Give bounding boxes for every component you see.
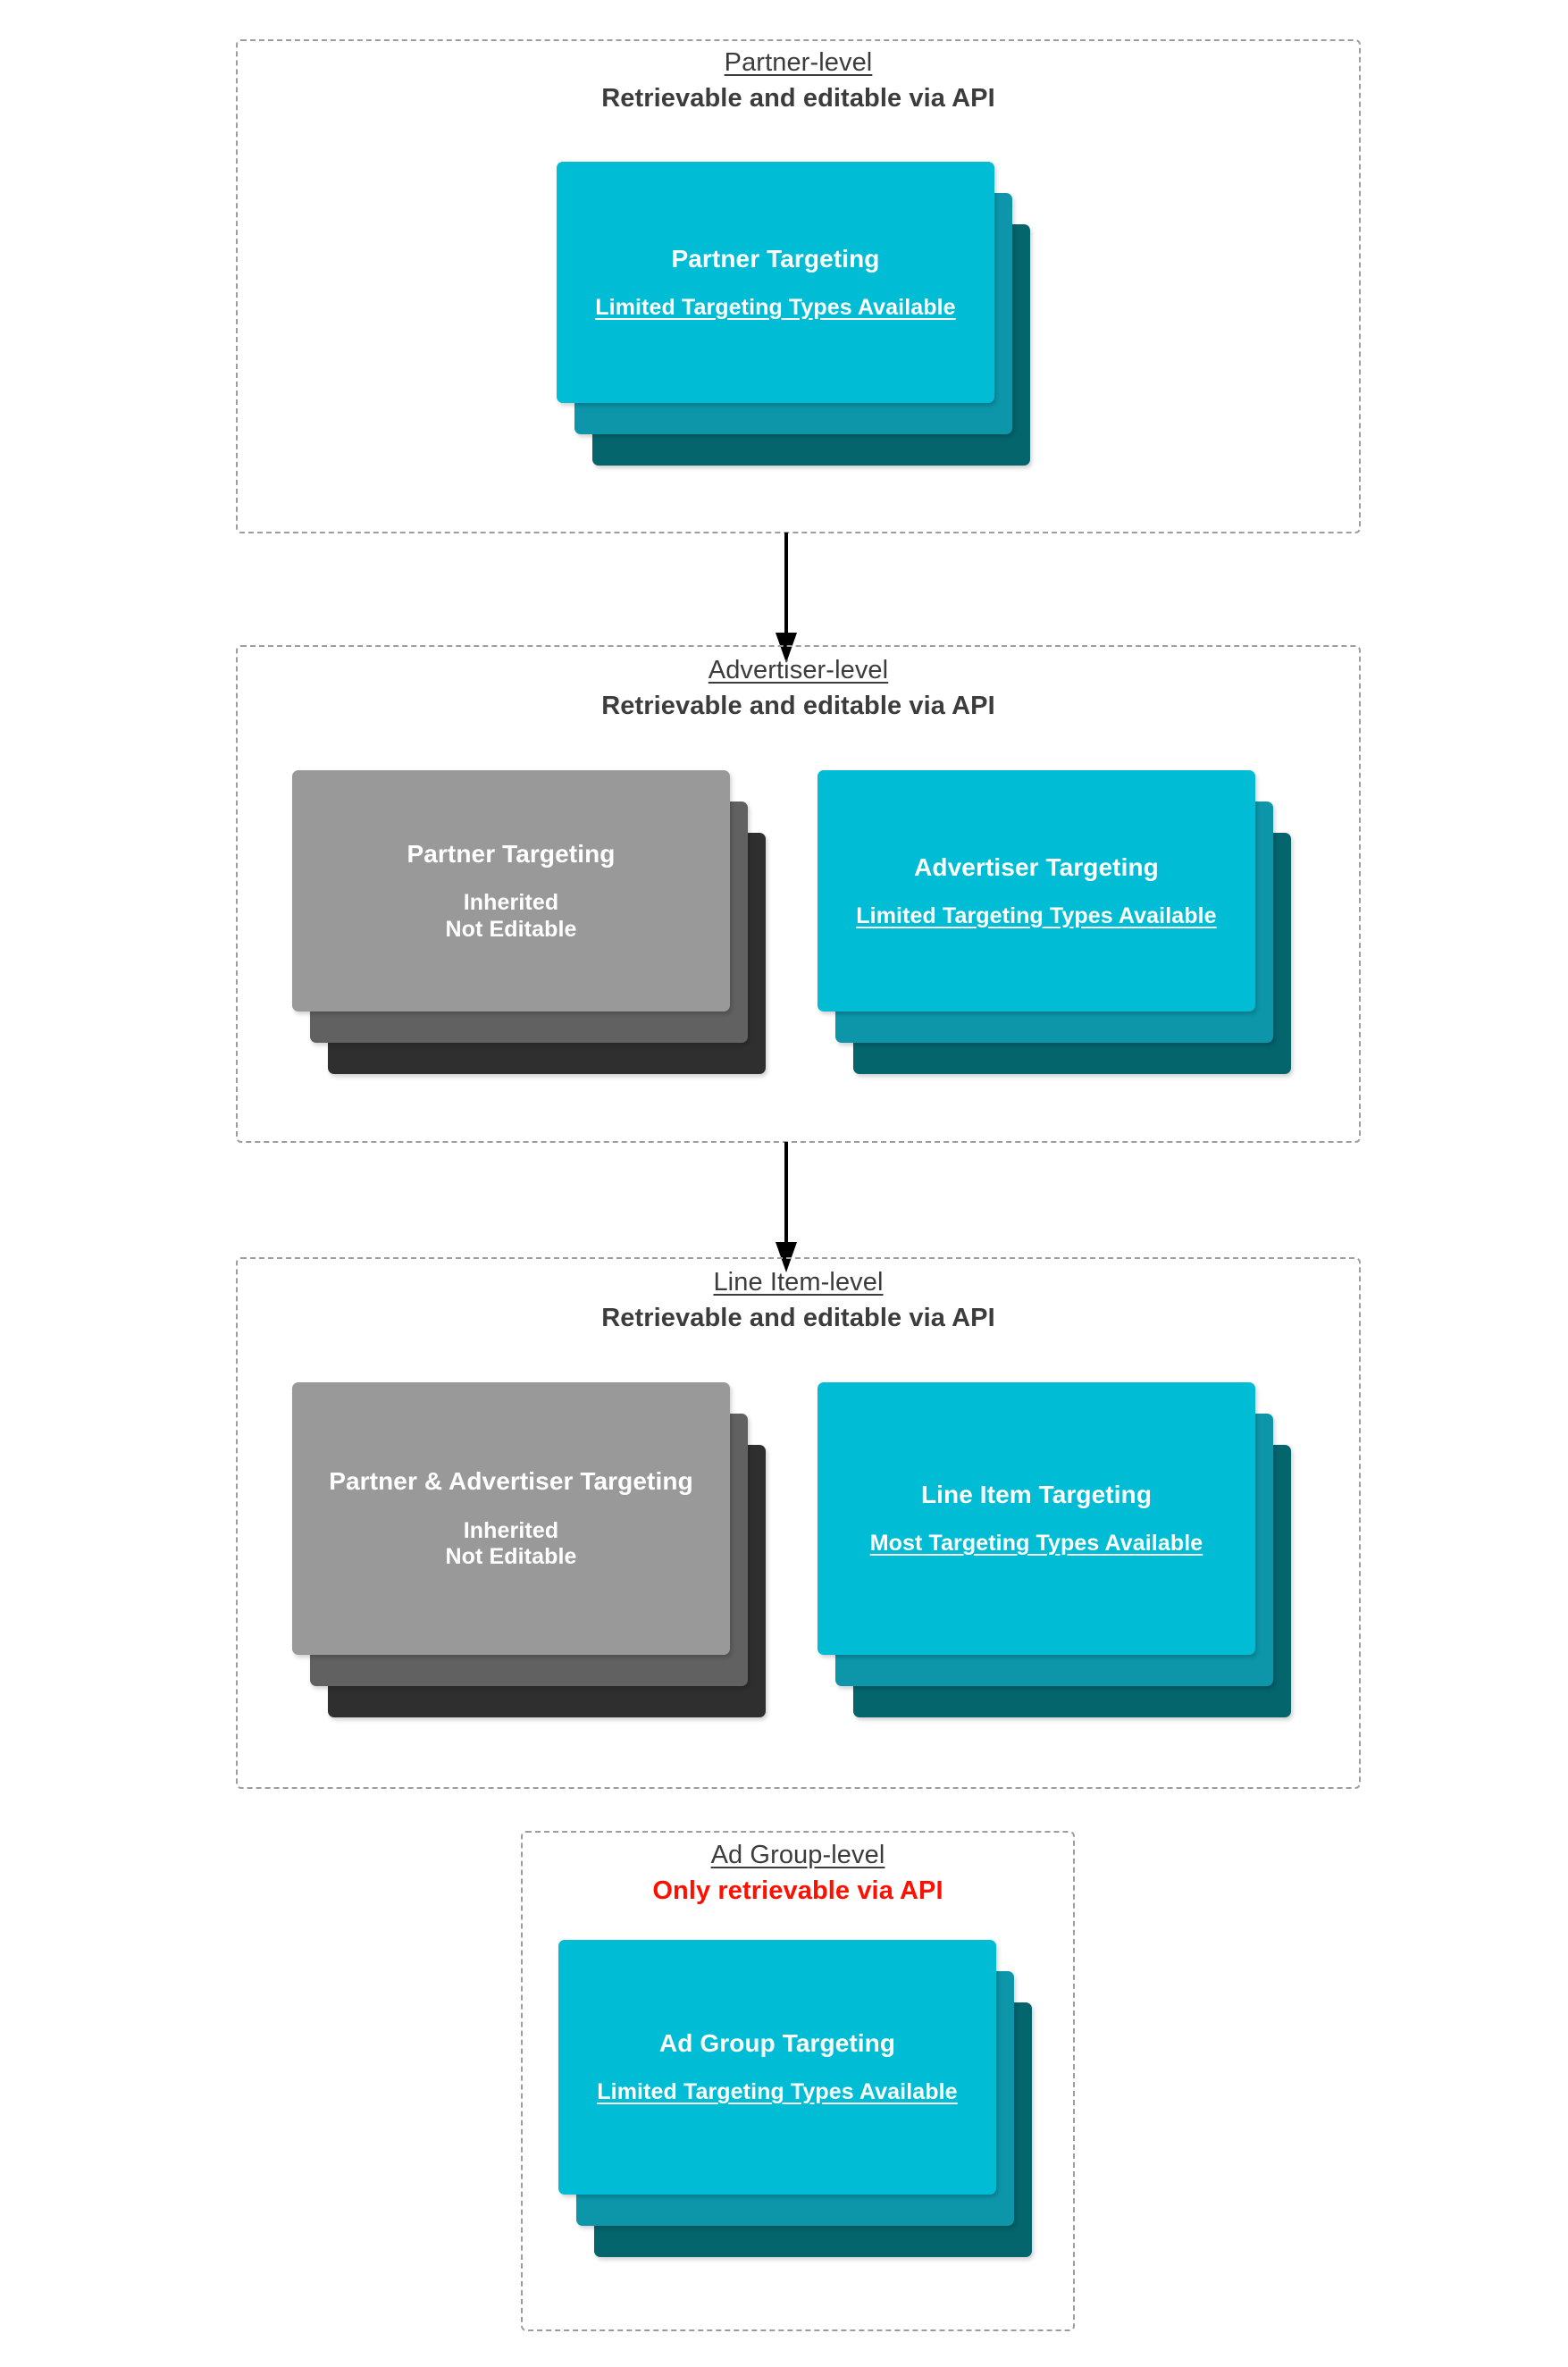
card-body-line-item-inherited: Partner & Advertiser Targeting Inherited… xyxy=(292,1382,730,1655)
card-stack-advertiser-inherited: Partner Targeting Inherited Not Editable xyxy=(292,770,766,1074)
level-box-ad-group xyxy=(521,1831,1075,2331)
card-title: Partner & Advertiser Targeting xyxy=(329,1467,693,1496)
card-note: Limited Targeting Types Available xyxy=(597,2079,958,2105)
card-title: Partner Targeting xyxy=(407,839,616,868)
card-note: Inherited Not Editable xyxy=(445,890,577,942)
card-body-advertiser-inherited: Partner Targeting Inherited Not Editable xyxy=(292,770,730,1011)
card-note: Limited Targeting Types Available xyxy=(595,294,956,320)
card-title: Advertiser Targeting xyxy=(914,852,1159,881)
card-layer-front[interactable]: Line Item Targeting Most Targeting Types… xyxy=(818,1382,1255,1655)
card-stack-ad-group-targeting: Ad Group Targeting Limited Targeting Typ… xyxy=(558,1940,1032,2257)
arrow-partner-to-advertiser xyxy=(776,533,797,663)
card-stack-line-item-inherited: Partner & Advertiser Targeting Inherited… xyxy=(292,1382,766,1717)
card-body-line-item-targeting: Line Item Targeting Most Targeting Types… xyxy=(818,1382,1255,1655)
card-stack-line-item-targeting: Line Item Targeting Most Targeting Types… xyxy=(818,1382,1291,1717)
card-layer-front[interactable]: Ad Group Targeting Limited Targeting Typ… xyxy=(558,1940,996,2195)
level-box-advertiser xyxy=(236,645,1361,1143)
card-stack-partner-targeting: Partner Targeting Limited Targeting Type… xyxy=(557,162,1030,466)
card-layer-front[interactable]: Partner & Advertiser Targeting Inherited… xyxy=(292,1382,730,1655)
card-body-partner-targeting: Partner Targeting Limited Targeting Type… xyxy=(557,162,994,403)
level-box-partner xyxy=(236,39,1361,533)
card-note: Inherited Not Editable xyxy=(445,1517,577,1570)
arrow-advertiser-to-line-item xyxy=(776,1142,797,1272)
card-note: Most Targeting Types Available xyxy=(869,1531,1203,1557)
card-body-ad-group-targeting: Ad Group Targeting Limited Targeting Typ… xyxy=(558,1940,996,2195)
card-note: Limited Targeting Types Available xyxy=(856,902,1217,928)
card-title: Ad Group Targeting xyxy=(658,2029,896,2058)
level-box-line-item xyxy=(236,1257,1361,1789)
card-layer-front[interactable]: Advertiser Targeting Limited Targeting T… xyxy=(818,770,1255,1011)
card-body-advertiser-targeting: Advertiser Targeting Limited Targeting T… xyxy=(818,770,1255,1011)
card-title: Line Item Targeting xyxy=(920,1481,1153,1509)
card-layer-front[interactable]: Partner Targeting Inherited Not Editable xyxy=(292,770,730,1011)
card-layer-front[interactable]: Partner Targeting Limited Targeting Type… xyxy=(557,162,994,403)
card-stack-advertiser-targeting: Advertiser Targeting Limited Targeting T… xyxy=(818,770,1291,1074)
card-title: Partner Targeting xyxy=(671,244,880,273)
